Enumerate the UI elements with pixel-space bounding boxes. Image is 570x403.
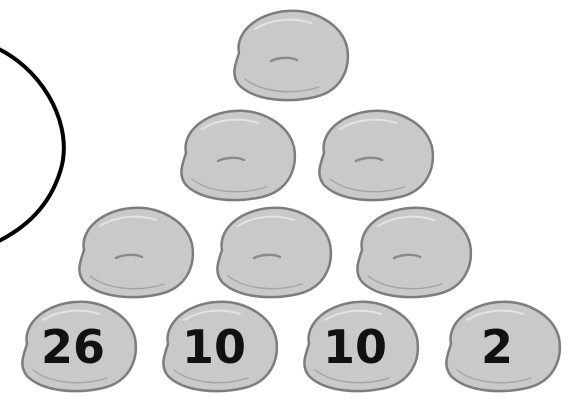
stone-shape bbox=[319, 111, 432, 200]
stone-value: 2 bbox=[481, 320, 513, 374]
stone-shape bbox=[79, 208, 192, 297]
stone-shape bbox=[357, 208, 470, 297]
stone-r2-2 bbox=[319, 111, 432, 200]
stone-r1-1 bbox=[234, 11, 347, 100]
stone-r3-1 bbox=[79, 208, 192, 297]
stone-r3-3 bbox=[357, 208, 470, 297]
stone-shape bbox=[234, 11, 347, 100]
stone-value: 26 bbox=[41, 320, 105, 374]
stone-r3-2 bbox=[217, 208, 330, 297]
stone-r4-4: 2 bbox=[446, 302, 559, 391]
stone-r4-2: 10 bbox=[163, 302, 276, 391]
stone-r4-1: 26 bbox=[22, 302, 135, 391]
stone-shape bbox=[181, 111, 294, 200]
stone-r2-1 bbox=[181, 111, 294, 200]
stone-value: 10 bbox=[323, 320, 387, 374]
stone-r4-3: 10 bbox=[304, 302, 417, 391]
stone-shape bbox=[217, 208, 330, 297]
partial-ellipse-outline bbox=[0, 45, 64, 245]
stone-value: 10 bbox=[182, 320, 246, 374]
